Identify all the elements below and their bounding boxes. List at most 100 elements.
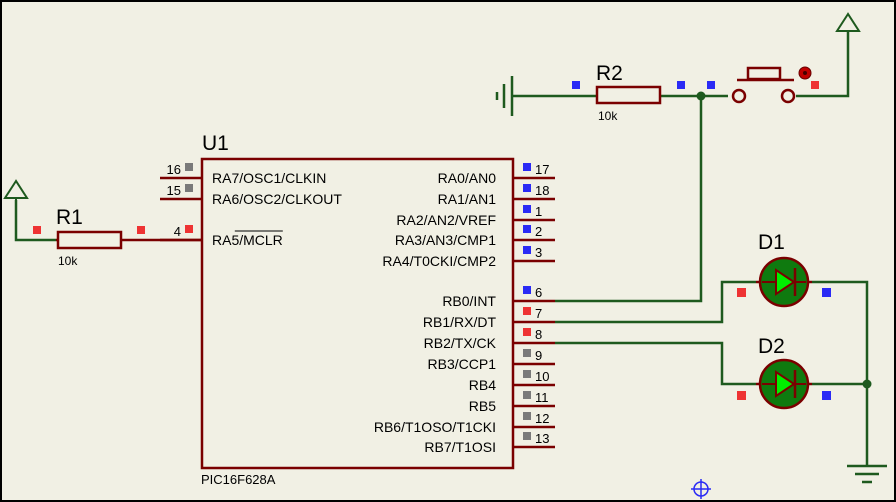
pin-state-marker [822, 288, 831, 297]
pin-label: RA5/MCLR [212, 232, 283, 248]
pin-state-marker [523, 286, 531, 294]
resistor-r2[interactable] [572, 81, 685, 105]
pin-number: 12 [535, 411, 549, 426]
diode-arrow-icon [775, 268, 796, 296]
pin-label: RB3/CCP1 [428, 356, 497, 372]
pin-label: RB4 [469, 377, 496, 393]
pin-label: RA4/T0CKI/CMP2 [382, 253, 496, 269]
d1-ref-label: D1 [758, 231, 785, 254]
pin-label: RB6/T1OSO/T1CKI [374, 419, 496, 435]
pin-state-marker [737, 391, 746, 400]
wire-rb0 [555, 96, 703, 303]
resistor-body [56, 230, 123, 250]
wire-rb1-d1 [555, 280, 756, 324]
d2-ref-label: D2 [758, 335, 785, 358]
pin-label: RA2/AN2/VREF [396, 212, 496, 228]
pin-state-marker [737, 288, 746, 297]
pin-number: 13 [535, 431, 549, 446]
ground-symbol-icon[interactable] [847, 464, 887, 484]
pin-state-marker [523, 307, 531, 315]
resistor-body [595, 85, 662, 105]
pin-number: 4 [174, 224, 181, 239]
pin-state-marker [185, 225, 193, 233]
pin-state-marker [523, 163, 531, 171]
pin-label: RA1/AN1 [438, 191, 497, 207]
push-button-switch[interactable] [707, 66, 819, 104]
left-pin-group: 16RA7/OSC1/CLKIN15RA6/OSC2/CLKOUT4RA5/MC… [160, 162, 342, 248]
pin-state-marker [185, 163, 193, 171]
pin-state-marker [523, 412, 531, 420]
pin-number: 1 [535, 204, 542, 219]
pin-state-marker [523, 349, 531, 357]
pin-number: 17 [535, 162, 549, 177]
pin-number: 11 [535, 390, 549, 405]
chip-part-label: PIC16F628A [201, 472, 276, 487]
pin-number: 10 [535, 369, 549, 384]
pin-number: 18 [535, 183, 549, 198]
pin-state-marker [33, 226, 41, 234]
pin-number: 2 [535, 224, 542, 239]
pin-state-marker [677, 81, 685, 89]
pin-number: 7 [535, 306, 542, 321]
pin-label: RA7/OSC1/CLKIN [212, 170, 326, 186]
pin-label: RB1/RX/DT [423, 314, 497, 330]
pin-label: RB2/TX/CK [424, 335, 497, 351]
r1-ref-label: R1 [56, 206, 83, 229]
junction-dot [696, 91, 706, 101]
pin-number: 15 [167, 183, 181, 198]
led-d1[interactable] [737, 256, 831, 308]
pin-number: 9 [535, 348, 542, 363]
chip-body[interactable] [200, 157, 515, 470]
wire-rb2-d2 [555, 341, 756, 386]
right-pin-group: 17RA0/AN018RA1/AN11RA2/AN2/VREF2RA3/AN3/… [374, 162, 555, 455]
pin-label: RA6/OSC2/CLKOUT [212, 191, 342, 207]
junction-dot [862, 379, 872, 389]
chip-ref-label: U1 [202, 132, 229, 155]
pin-state-marker [523, 184, 531, 192]
pin-number: 16 [167, 162, 181, 177]
pin-label: RB7/T1OSI [424, 439, 496, 455]
pin-number: 6 [535, 285, 542, 300]
pin-state-marker [523, 391, 531, 399]
wire-d1-ground [812, 280, 869, 466]
pin-label: RB5 [469, 398, 496, 414]
pin-number: 3 [535, 245, 542, 260]
power-terminal-icon[interactable] [3, 179, 29, 205]
pin-label: RA0/AN0 [438, 170, 497, 186]
pin-state-marker [523, 370, 531, 378]
diode-arrow-icon [775, 370, 796, 398]
pin-state-marker [811, 81, 819, 89]
ground-symbol-icon[interactable] [495, 76, 514, 116]
pin-state-marker [137, 226, 145, 234]
pin-state-marker [523, 225, 531, 233]
wire-button-power [796, 32, 850, 98]
pin-state-marker [523, 246, 531, 254]
led-d2[interactable] [737, 358, 831, 410]
r2-ref-label: R2 [596, 62, 623, 85]
pin-state-marker [707, 81, 715, 89]
pin-label: RA3/AN3/CMP1 [395, 232, 496, 248]
r1-value-label: 10k [58, 254, 78, 268]
pin-state-marker [523, 432, 531, 440]
pin-state-marker [572, 81, 580, 89]
pin-label: RB0/INT [442, 293, 496, 309]
power-terminal-icon[interactable] [835, 12, 861, 32]
